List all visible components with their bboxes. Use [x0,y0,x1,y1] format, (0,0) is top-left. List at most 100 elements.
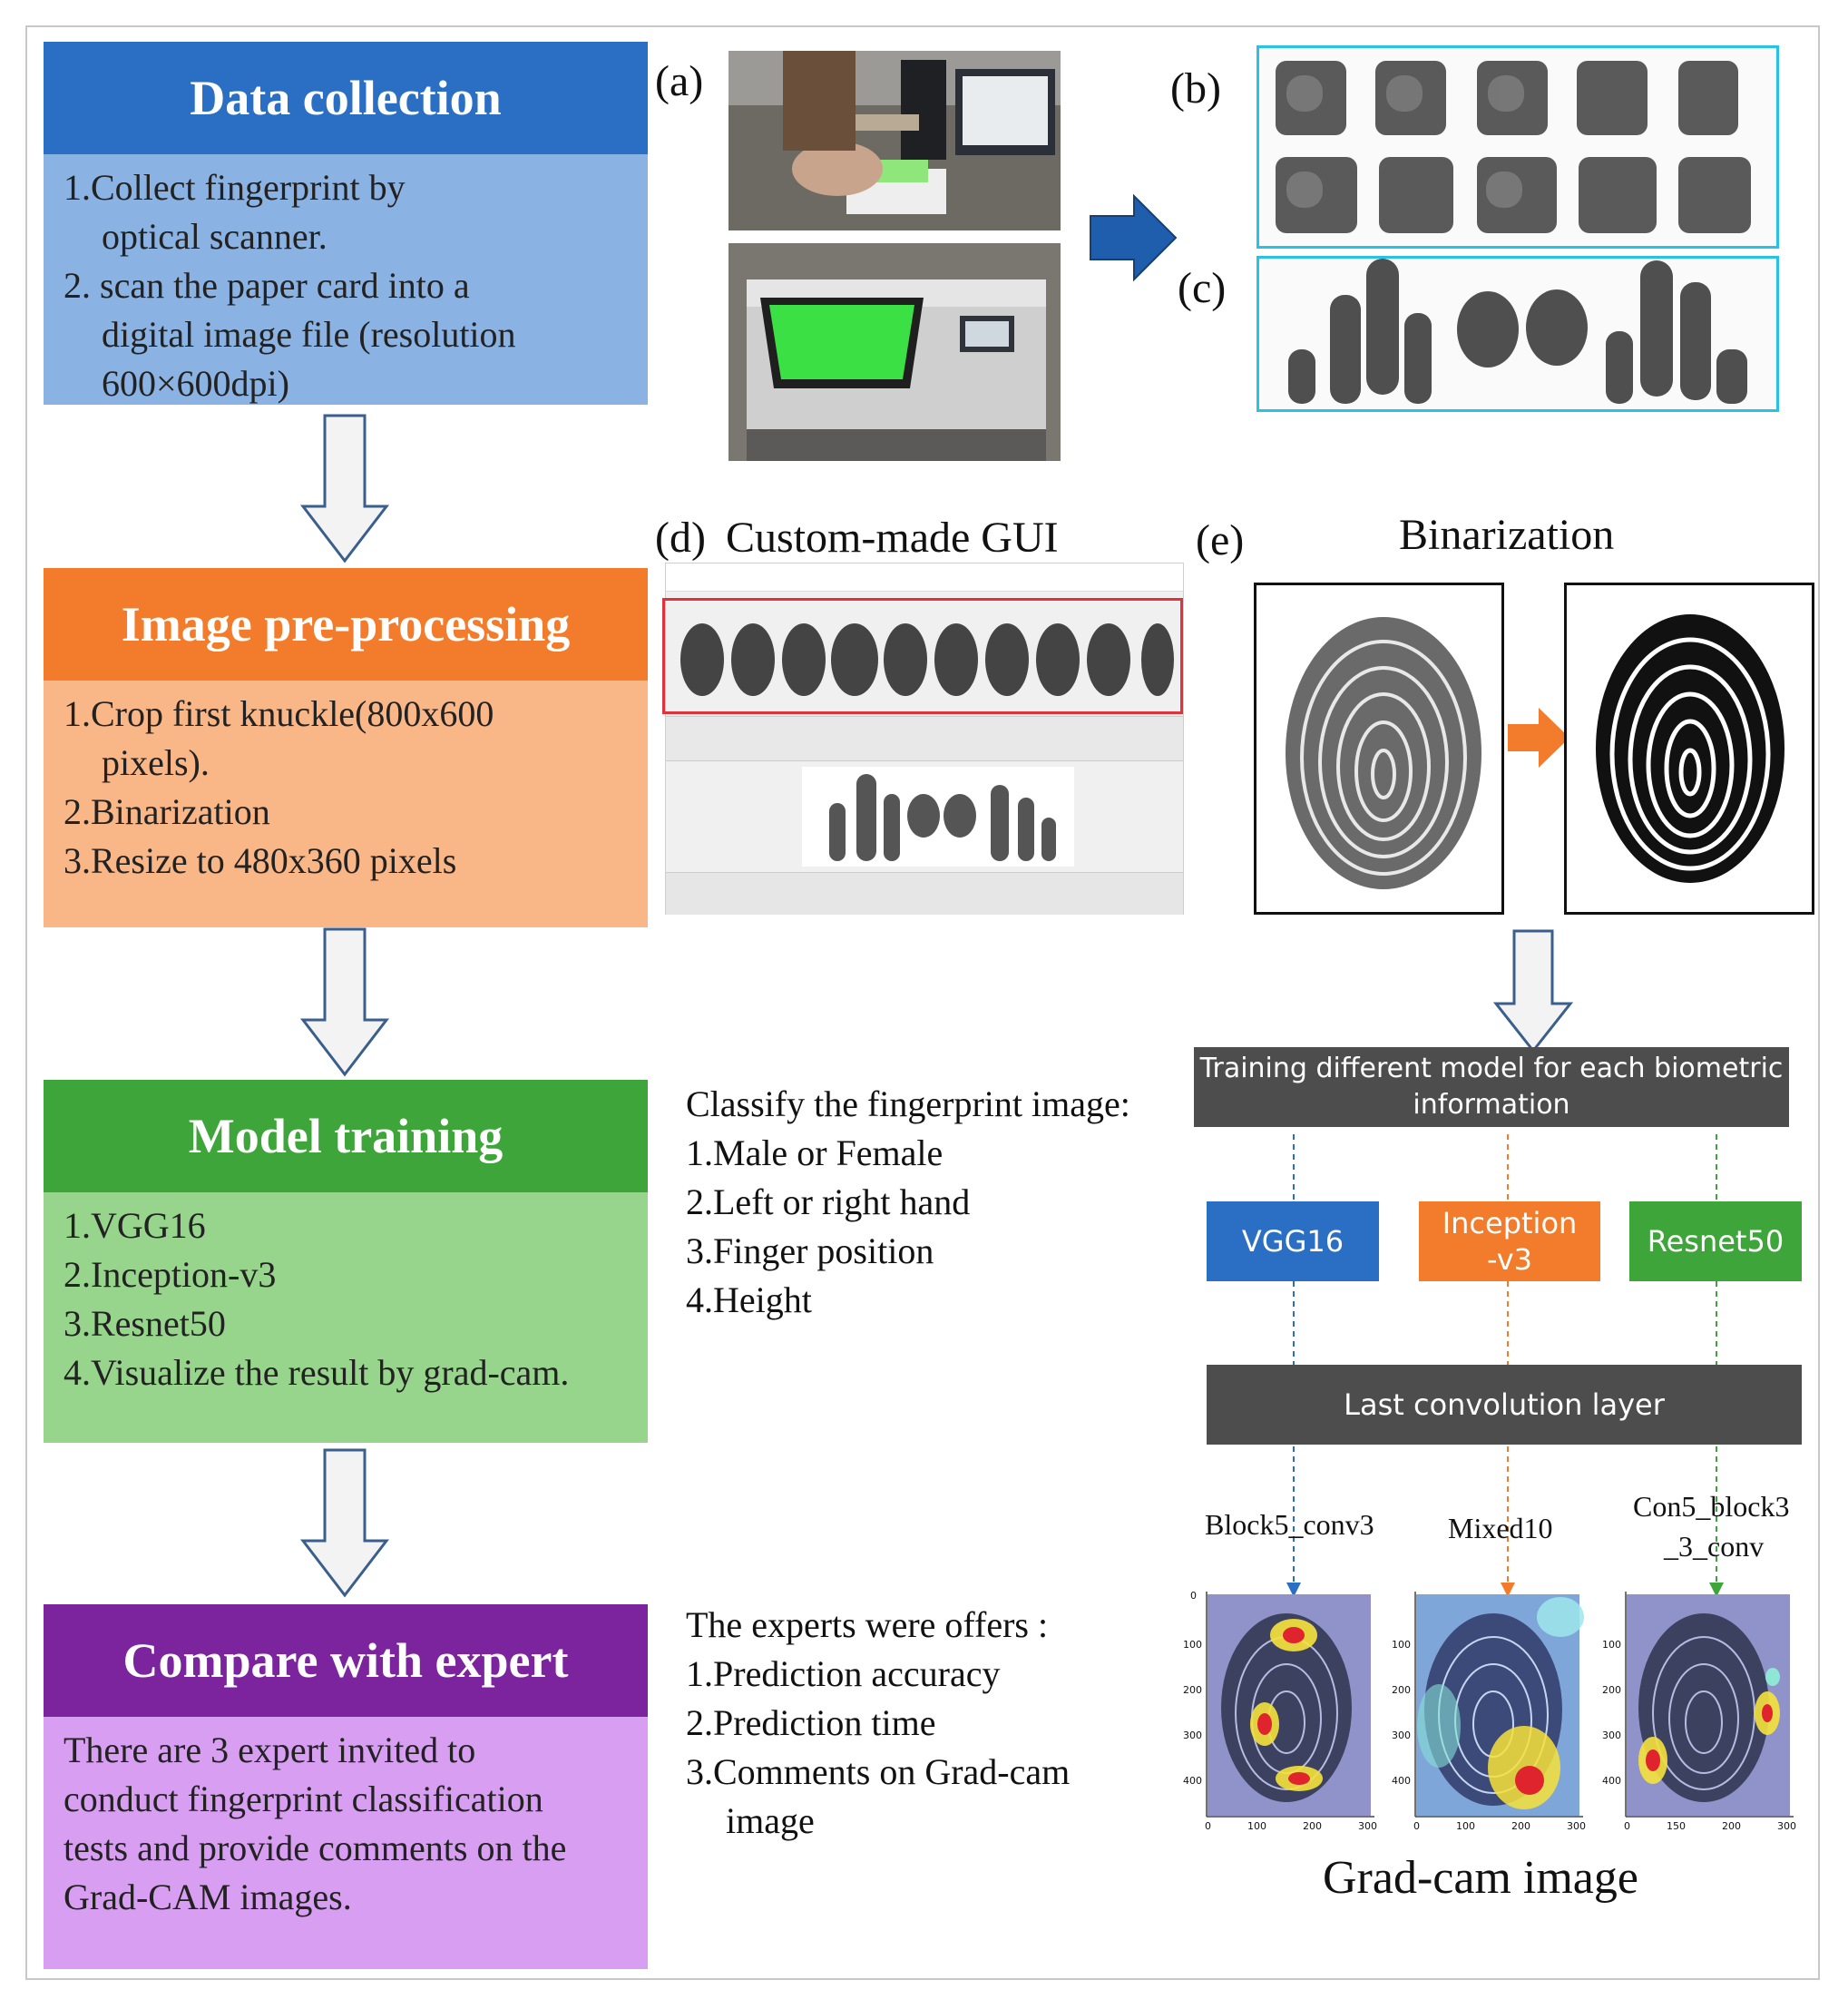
scanner-photo-bottom [728,243,1061,461]
layer-name-resnet-1: Con5_block3 [1633,1490,1790,1523]
gui-highlight-box [662,598,1183,714]
x-tick: 0 [1624,1820,1630,1832]
dashed-connectors [1286,1134,1724,1597]
step-line: 3.Resnet50 [64,1303,226,1344]
fingerprint-rolls-image [1276,61,1751,233]
x-tick: 150 [1667,1820,1686,1832]
x-ticks-vgg: 0 100 200 300 [1205,1820,1377,1832]
gradcam-vgg16: 0 100 200 300 400 [1179,1590,1379,1826]
classify-block: Classify the fingerprint image: 1.Male o… [686,1080,1130,1325]
layer-name-inception: Mixed10 [1448,1512,1553,1544]
step-model-training-title: Model training [44,1080,648,1192]
classify-item: 2.Left or right hand [686,1181,971,1222]
experts-item: image [726,1800,815,1841]
panel-d-label: (d) [655,514,706,562]
gradcam-caption: Grad-cam image [1323,1852,1638,1904]
training-box-line: Training different model for each biomet… [1199,1053,1784,1084]
step-line: 2. scan the paper card into a [64,265,470,306]
gradcam-inception: 100 200 300 400 [1388,1590,1588,1826]
model-label: -v3 [1487,1242,1532,1277]
x-ticks-inception: 0 100 200 300 [1413,1820,1586,1832]
fingerprint-slaps-image [1288,259,1747,404]
y-tick: 200 [1602,1684,1621,1696]
step-line: 2.Binarization [64,791,270,832]
x-tick: 100 [1247,1820,1266,1832]
step-line: pixels). [102,742,210,783]
down-arrow-icon [1492,929,1574,1054]
gradcam-vgg16-plot [1206,1592,1374,1818]
panel-e-title: Binarization [1399,511,1615,559]
step-data-collection-body: 1.Collect fingerprint by optical scanner… [44,154,648,405]
step-line: 4.Visualize the result by grad-cam. [64,1352,570,1393]
gradcam-resnet50-plot [1625,1592,1794,1818]
y-tick: 300 [1392,1730,1411,1741]
classify-heading: Classify the fingerprint image: [686,1083,1130,1124]
step-line: There are 3 expert invited to [64,1730,476,1770]
binarized-fingerprint-image [1564,583,1814,915]
panel-b-fingerprint-cards [1256,45,1779,249]
y-tick: 300 [1183,1730,1202,1741]
down-arrow-icon [299,1448,390,1598]
step-line: 1.Crop first knuckle(800x600 [64,693,494,734]
x-tick: 200 [1303,1820,1322,1832]
step-line: 1.Collect fingerprint by [64,167,406,208]
layer-name-vgg: Block5_conv3 [1205,1508,1374,1541]
gradcam-inception-plot [1414,1592,1584,1818]
x-tick: 300 [1777,1820,1796,1832]
y-tick: 300 [1602,1730,1621,1741]
fingerprint-binary-image [1596,614,1784,883]
x-tick: 300 [1358,1820,1377,1832]
step-line: optical scanner. [102,216,328,257]
panel-d-title: Custom-made GUI [726,514,1059,562]
x-tick: 300 [1567,1820,1586,1832]
layer-name-resnet-2: _3_conv [1664,1530,1765,1563]
training-box-line: information [1413,1089,1570,1121]
training-different-model-box: Training different model for each biomet… [1194,1047,1789,1127]
experts-item: 3.Comments on Grad-cam [686,1751,1071,1792]
figure-frame [25,25,1820,1980]
x-tick: 200 [1722,1820,1741,1832]
experts-item: 1.Prediction accuracy [686,1653,1001,1694]
y-tick: 100 [1392,1639,1411,1651]
x-tick: 200 [1511,1820,1530,1832]
step-line: digital image file (resolution [102,314,516,355]
panel-e-label: (e) [1196,516,1245,564]
experts-heading: The experts were offers : [686,1604,1049,1645]
down-arrow-icon [299,414,390,564]
original-fingerprint-image [1254,583,1504,915]
gradcam-resnet50: 100 200 300 400 [1599,1590,1798,1826]
gui-slap-preview [802,767,1074,867]
model-label: Inception [1442,1206,1578,1240]
y-tick: 0 [1190,1590,1197,1602]
panel-a-label: (a) [655,57,704,105]
step-line: 2.Inception-v3 [64,1254,277,1295]
y-tick: 400 [1183,1775,1202,1787]
classify-item: 4.Height [686,1279,812,1320]
y-tick: 200 [1392,1684,1411,1696]
panel-c-label: (c) [1178,264,1227,312]
step-data-collection-title: Data collection [44,42,648,154]
fingerprint-gray-image [1286,617,1481,889]
x-tick: 0 [1205,1820,1211,1832]
gui-titlebar [666,564,1183,592]
x-tick: 100 [1456,1820,1475,1832]
gui-screenshot [662,563,1184,915]
panel-c-fingerprint-slaps [1256,256,1779,412]
y-tick: 200 [1183,1684,1202,1696]
x-ticks-resnet: 0 150 200 300 [1624,1820,1796,1832]
classify-item: 1.Male or Female [686,1132,944,1173]
step-line: tests and provide comments on the [64,1828,567,1868]
y-tick: 400 [1392,1775,1411,1787]
step-line: 1.VGG16 [64,1205,206,1246]
step-line: 3.Resize to 480x360 pixels [64,840,457,881]
vgg16-model-box: VGG16 [1207,1201,1379,1281]
x-tick: 0 [1413,1820,1420,1832]
experts-block: The experts were offers : 1.Prediction a… [686,1601,1070,1846]
step-preprocessing-body: 1.Crop first knuckle(800x600 pixels). 2.… [44,681,648,927]
down-arrow-icon [299,927,390,1077]
step-compare-expert-body: There are 3 expert invited to conduct fi… [44,1717,648,1969]
step-model-training-body: 1.VGG16 2.Inception-v3 3.Resnet50 4.Visu… [44,1192,648,1443]
experts-item: 2.Prediction time [686,1702,936,1743]
y-tick: 100 [1602,1639,1621,1651]
panel-b-label: (b) [1170,64,1221,113]
